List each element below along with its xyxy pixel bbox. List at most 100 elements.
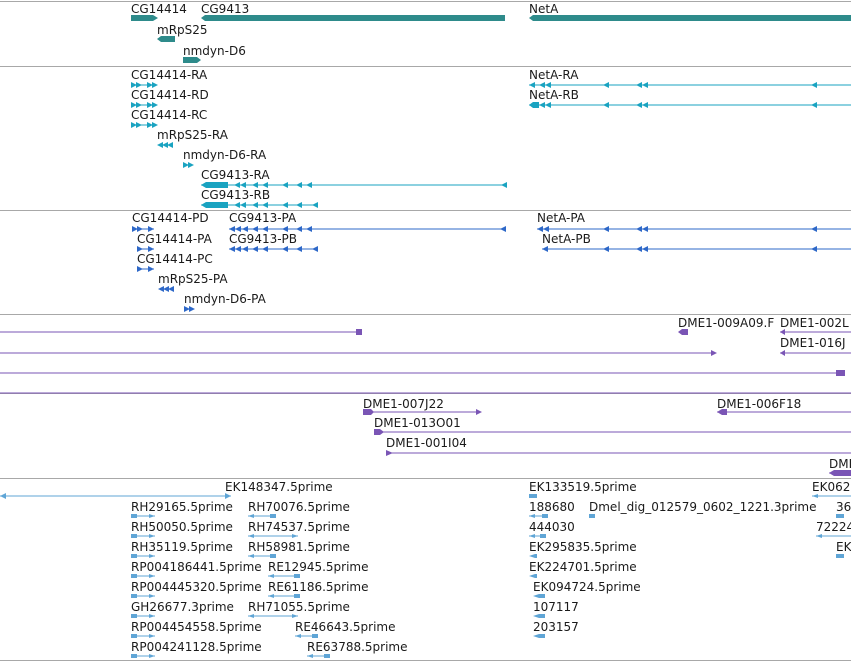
est-feature[interactable] [131,594,155,598]
feature-label: RH50050.5prime [131,520,233,534]
est-feature[interactable] [131,614,155,618]
est-feature[interactable] [131,574,155,578]
est-feature[interactable] [295,634,318,638]
clone-feature[interactable] [0,370,845,376]
feature-label: RH74537.5prime [248,520,350,534]
est-feature[interactable] [529,514,548,518]
est-feature[interactable] [248,514,276,518]
protein-feature[interactable] [229,246,318,252]
feature-label: DME1-016J [780,336,846,350]
protein-feature[interactable] [132,226,154,232]
est-feature[interactable] [529,534,546,538]
feature-label: nmdyn-D6-PA [184,292,267,306]
est-feature[interactable] [268,594,300,598]
transcript-feature[interactable] [131,102,158,108]
feature-label: CG14414-PD [132,211,209,225]
protein-feature[interactable] [184,306,195,312]
transcript-feature[interactable] [157,142,173,148]
clone-feature[interactable] [780,350,851,356]
protein-feature[interactable] [537,226,851,232]
feature-label: nmdyn-D6 [183,44,246,58]
feature-label: CG9413-RB [201,188,270,202]
feature-label: CG14414 [131,2,187,16]
feature-label: NetA-PB [542,232,591,246]
gene-feature[interactable] [131,15,153,21]
feature-label: DME1-006F18 [717,397,801,411]
clone-feature[interactable] [717,409,851,415]
feature-label: RP004241128.5prime [131,640,262,654]
feature-label: EK295835.5prime [529,540,637,554]
clone-feature[interactable] [374,429,851,435]
gene-feature[interactable] [197,57,201,63]
gene-feature[interactable] [201,15,505,21]
feature-label: RP004186441.5prime [131,560,262,574]
est-feature[interactable] [533,614,545,618]
clone-feature[interactable] [386,450,851,456]
feature-label: NetA-PA [537,211,586,225]
feature-label: EK224701.5prime [529,560,637,574]
est-feature[interactable] [529,554,537,558]
transcript-feature[interactable] [131,122,158,128]
clone-feature[interactable] [678,329,688,335]
clone-feature[interactable] [780,329,851,335]
protein-feature[interactable] [542,246,851,252]
clone-feature[interactable] [0,329,362,335]
est-feature[interactable] [533,634,545,638]
protein-feature[interactable] [137,246,154,252]
est-feature[interactable] [529,574,537,578]
est-feature[interactable] [533,594,545,598]
est-feature[interactable] [131,554,155,558]
clone-feature[interactable] [363,409,482,415]
est-feature[interactable] [836,514,844,518]
est-feature[interactable] [131,534,155,538]
transcript-feature[interactable] [183,162,194,168]
transcript-feature[interactable] [529,82,851,88]
clone-track[interactable]: DME1-009A09.F DME1-002L DME1-016J DME1-0… [0,316,851,476]
gene-feature[interactable] [153,15,158,21]
est-feature[interactable] [812,494,851,498]
est-feature[interactable] [248,534,298,538]
feature-label: RE61186.5prime [268,580,369,594]
est-feature[interactable] [248,554,276,558]
est-feature[interactable] [131,654,155,658]
est-feature[interactable] [589,514,595,518]
feature-label: NetA-RA [529,68,579,82]
gene-feature[interactable] [183,57,197,63]
gene-track[interactable]: CG14414 CG9413 mRpS25 nmdyn-D6 NetA [131,2,851,63]
est-track[interactable]: EK148347.5prime RH29165.5prime RH70076.5… [0,480,851,658]
transcript-track[interactable]: CG14414-RA CG14414-RD CG14414-RC mRpS2 [131,68,851,208]
est-feature[interactable] [131,514,155,518]
feature-label: 107117 [533,600,579,614]
est-feature[interactable] [307,654,330,658]
est-feature[interactable] [816,534,851,538]
est-feature[interactable] [248,614,298,618]
feature-label: DME1-009A09.F [678,316,774,330]
protein-feature[interactable] [158,286,174,292]
protein-feature[interactable] [137,266,154,272]
feature-label: 72224 [816,520,851,534]
transcript-feature[interactable] [131,82,158,88]
clone-feature[interactable] [0,350,717,356]
est-feature[interactable] [529,494,537,498]
est-feature[interactable] [0,493,231,499]
protein-feature[interactable] [229,226,506,232]
protein-track[interactable]: CG14414-PD CG9413-PA CG14414-PA [132,211,851,312]
transcript-feature[interactable] [201,182,507,188]
feature-label: GH26677.3prime [131,600,234,614]
est-feature[interactable] [268,574,300,578]
feature-label: CG14414-RC [131,108,207,122]
est-feature[interactable] [836,554,844,558]
gene-feature[interactable] [529,15,851,21]
clone-feature[interactable] [829,470,851,476]
feature-label: EK148347.5prime [225,480,333,494]
est-feature[interactable] [131,634,155,638]
transcript-feature[interactable] [529,102,851,108]
gene-feature[interactable] [157,36,175,42]
feature-label: RP004454558.5prime [131,620,262,634]
transcript-feature[interactable] [201,202,318,208]
feature-label: 203157 [533,620,579,634]
feature-label: 36 [836,500,851,514]
